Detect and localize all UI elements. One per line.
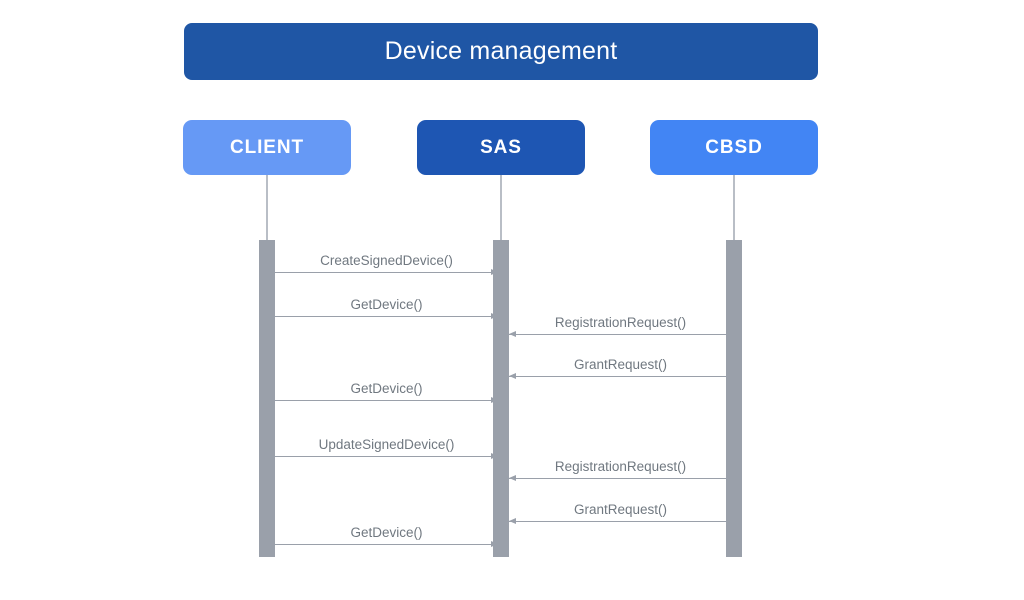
- message-line: [509, 376, 732, 377]
- diagram-title-banner: Device management: [184, 23, 818, 80]
- message-line: [275, 544, 498, 545]
- arrow-head-right-icon: [491, 268, 498, 275]
- message-line: [509, 478, 732, 479]
- message-arrow[interactable]: RegistrationRequest(): [509, 459, 732, 481]
- message-arrow[interactable]: GrantRequest(): [509, 502, 732, 524]
- message-line: [275, 316, 498, 317]
- message-arrow[interactable]: GetDevice(): [275, 297, 498, 319]
- arrow-head-right-icon: [491, 452, 498, 459]
- message-label: GetDevice(): [350, 524, 423, 540]
- message-line: [275, 400, 498, 401]
- message-label: RegistrationRequest(): [554, 458, 687, 474]
- activation-bar-sas: [493, 240, 509, 557]
- message-arrow[interactable]: GetDevice(): [275, 381, 498, 403]
- message-arrow[interactable]: GrantRequest(): [509, 357, 732, 379]
- message-arrow[interactable]: CreateSignedDevice(): [275, 253, 498, 275]
- participant-cbsd[interactable]: CBSD: [650, 120, 818, 175]
- arrow-head-right-icon: [491, 396, 498, 403]
- participant-sas[interactable]: SAS: [417, 120, 585, 175]
- lifeline-cbsd: [733, 175, 735, 241]
- diagram-title-text: Device management: [384, 37, 618, 65]
- participant-label-client: CLIENT: [229, 137, 304, 158]
- message-line: [275, 272, 498, 273]
- message-line: [509, 334, 732, 335]
- participant-label-sas: SAS: [480, 137, 522, 158]
- arrow-head-left-icon: [509, 372, 516, 379]
- activation-bar-client: [259, 240, 275, 557]
- arrow-head-left-icon: [509, 517, 516, 524]
- activation-bar-cbsd: [726, 240, 742, 557]
- arrow-head-right-icon: [491, 540, 498, 547]
- message-label: GetDevice(): [350, 296, 423, 312]
- message-label: GrantRequest(): [573, 356, 668, 372]
- message-label: GetDevice(): [350, 380, 423, 396]
- participant-client[interactable]: CLIENT: [183, 120, 351, 175]
- lifeline-sas: [500, 175, 502, 241]
- message-label: CreateSignedDevice(): [320, 252, 453, 268]
- message-line: [509, 521, 732, 522]
- arrow-head-right-icon: [491, 312, 498, 319]
- arrow-head-left-icon: [509, 474, 516, 481]
- arrow-head-left-icon: [509, 330, 516, 337]
- message-label: UpdateSignedDevice(): [318, 436, 455, 452]
- message-line: [275, 456, 498, 457]
- message-arrow[interactable]: RegistrationRequest(): [509, 315, 732, 337]
- participant-label-cbsd: CBSD: [705, 137, 763, 158]
- lifeline-client: [266, 175, 268, 241]
- message-label: RegistrationRequest(): [554, 314, 687, 330]
- message-arrow[interactable]: UpdateSignedDevice(): [275, 437, 498, 459]
- message-label: GrantRequest(): [573, 501, 668, 517]
- message-arrow[interactable]: GetDevice(): [275, 525, 498, 547]
